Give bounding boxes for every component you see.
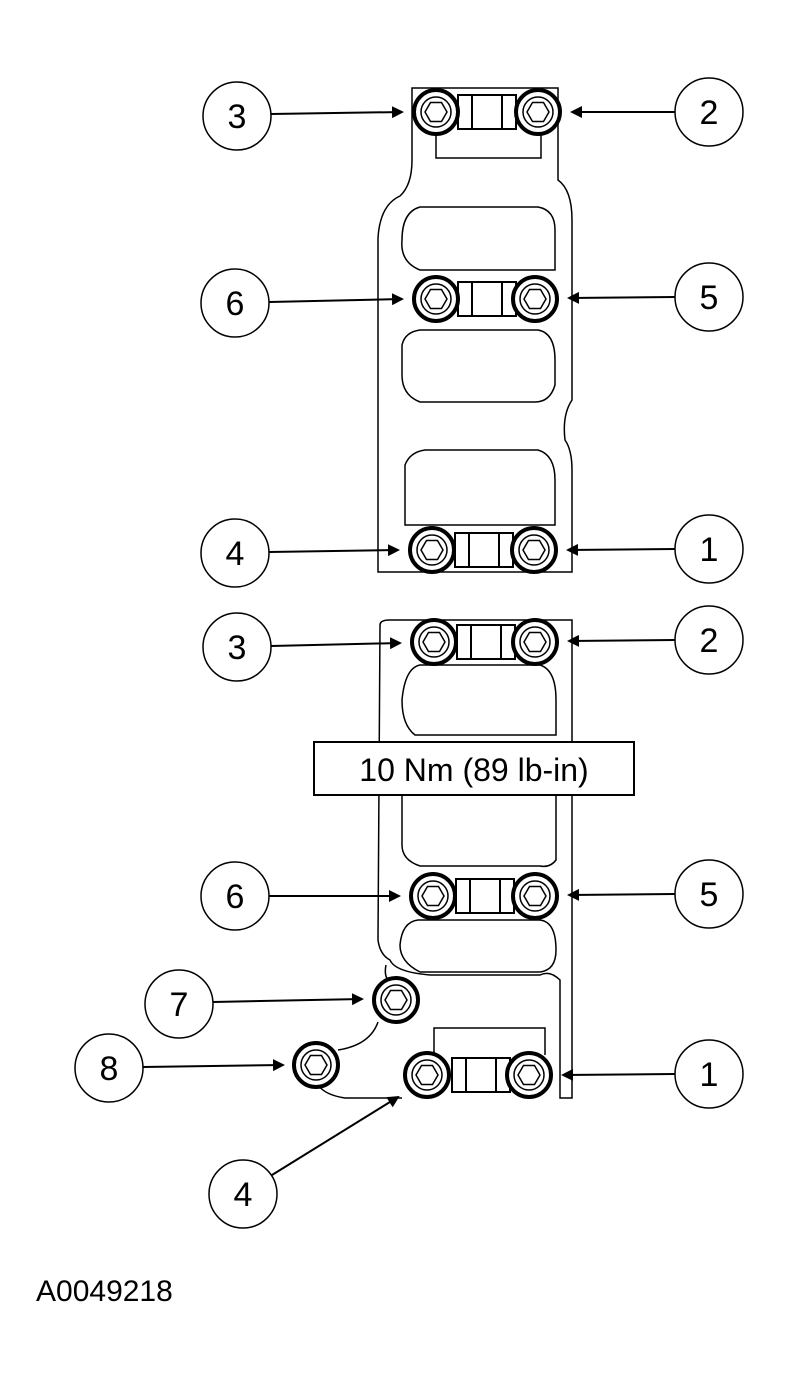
torque-spec-label: 10 Nm (89 lb-in) (313, 741, 635, 796)
svg-text:8: 8 (100, 1050, 119, 1088)
callout-lower-6: 6 (200, 861, 401, 931)
figure-reference-code: A0049218 (36, 1275, 173, 1308)
bolt-7 (372, 976, 420, 1024)
svg-text:4: 4 (234, 1176, 253, 1214)
callout-lower-1: 1 (561, 1039, 744, 1109)
svg-text:5: 5 (700, 279, 719, 317)
upper-manifold-outline (377, 87, 573, 573)
svg-text:7: 7 (170, 986, 189, 1024)
callout-lower-4: 4 (208, 1095, 400, 1229)
callout-upper-1: 1 (566, 514, 744, 584)
callout-upper-4: 4 (200, 518, 400, 588)
upper-bolt-pair-bottom (408, 526, 558, 574)
svg-text:5: 5 (700, 876, 719, 914)
upper-bolt-pair-top (412, 88, 562, 136)
callout-upper-5: 5 (567, 262, 744, 332)
svg-text:6: 6 (226, 878, 245, 916)
callout-upper-3: 3 (202, 81, 404, 151)
lower-manifold-outline (317, 619, 573, 1099)
callout-lower-2: 2 (567, 605, 744, 675)
svg-text:2: 2 (700, 622, 719, 660)
upper-bolt-pair-middle (412, 275, 559, 323)
lower-bolt-pair-top (410, 618, 559, 666)
svg-text:3: 3 (228, 98, 247, 136)
svg-text:6: 6 (226, 285, 245, 323)
callout-lower-3: 3 (202, 612, 402, 682)
bolt-8 (292, 1041, 340, 1089)
callout-upper-2: 2 (570, 77, 744, 147)
svg-text:4: 4 (226, 535, 245, 573)
svg-text:10 Nm (89 lb-in): 10 Nm (89 lb-in) (359, 752, 588, 788)
svg-text:3: 3 (228, 629, 247, 667)
svg-text:1: 1 (700, 1056, 719, 1094)
callout-lower-5: 5 (567, 859, 744, 929)
lower-bolt-pair-bottom (403, 1051, 553, 1099)
callout-upper-6: 6 (200, 268, 404, 338)
callout-lower-7: 7 (144, 969, 364, 1039)
lower-bolt-pair-middle (409, 872, 559, 920)
svg-text:2: 2 (700, 94, 719, 132)
svg-text:1: 1 (700, 531, 719, 569)
callout-lower-8: 8 (74, 1033, 285, 1103)
